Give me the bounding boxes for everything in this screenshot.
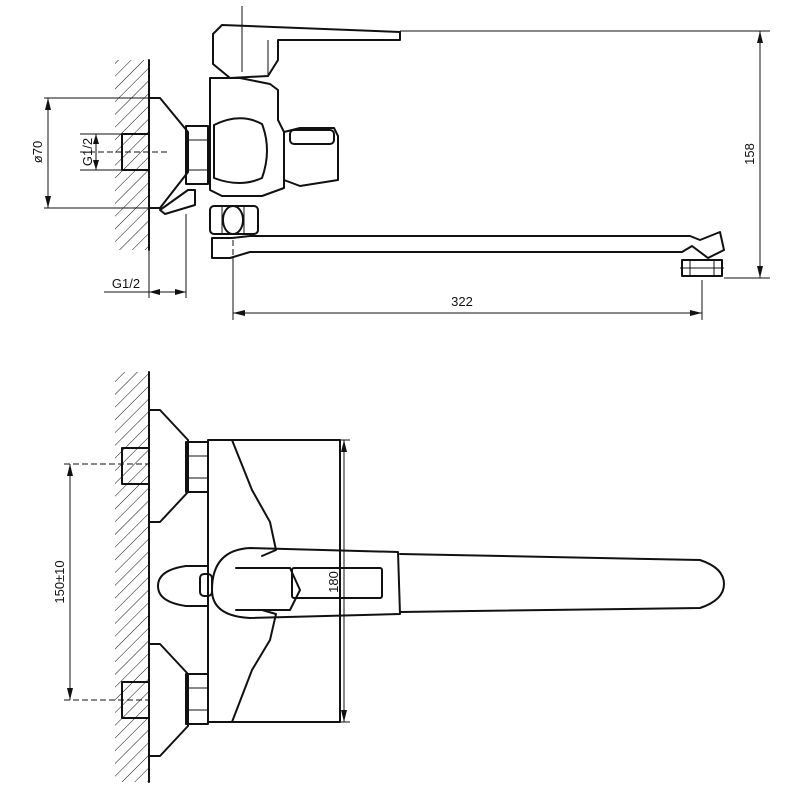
dim-thread-inlet: G1/2 — [80, 133, 122, 171]
front-mixer-body — [207, 439, 341, 723]
dim-height-label: 158 — [742, 143, 757, 165]
spout-swivel — [209, 205, 259, 235]
aerator — [680, 259, 724, 277]
lever-handle — [283, 127, 339, 187]
front-view: 150±10 180 — [52, 371, 725, 783]
dim-body-height: 180 — [326, 439, 350, 723]
wall-hatch-bottom — [115, 372, 149, 782]
inlet-pipe — [80, 133, 170, 171]
dim-spout-reach-label: 322 — [451, 294, 473, 309]
front-lever-handle — [211, 547, 401, 619]
side-view: ø70 G1/2 G1/2 322 — [30, 6, 770, 320]
dim-thread-inlet-label: G1/2 — [80, 138, 95, 166]
wall-hatch-top — [115, 60, 149, 250]
mixer-body — [209, 77, 285, 197]
dim-thread-wall-label: G1/2 — [112, 276, 140, 291]
eccentric-nut — [185, 125, 209, 185]
dim-center-distance-label: 150±10 — [52, 560, 67, 603]
spout — [211, 231, 725, 259]
cartridge-cap — [157, 565, 209, 607]
dim-diameter: ø70 — [30, 97, 150, 209]
front-spout — [399, 553, 725, 613]
dim-body-height-label: 180 — [326, 571, 341, 593]
dim-diameter-label: ø70 — [30, 141, 45, 163]
dim-center-distance: 150±10 — [52, 464, 73, 700]
dim-thread-wall: G1/2 — [104, 214, 187, 298]
dim-height: 158 — [400, 30, 770, 279]
dim-spout-reach: 322 — [232, 258, 703, 320]
wall-flange — [148, 97, 189, 209]
